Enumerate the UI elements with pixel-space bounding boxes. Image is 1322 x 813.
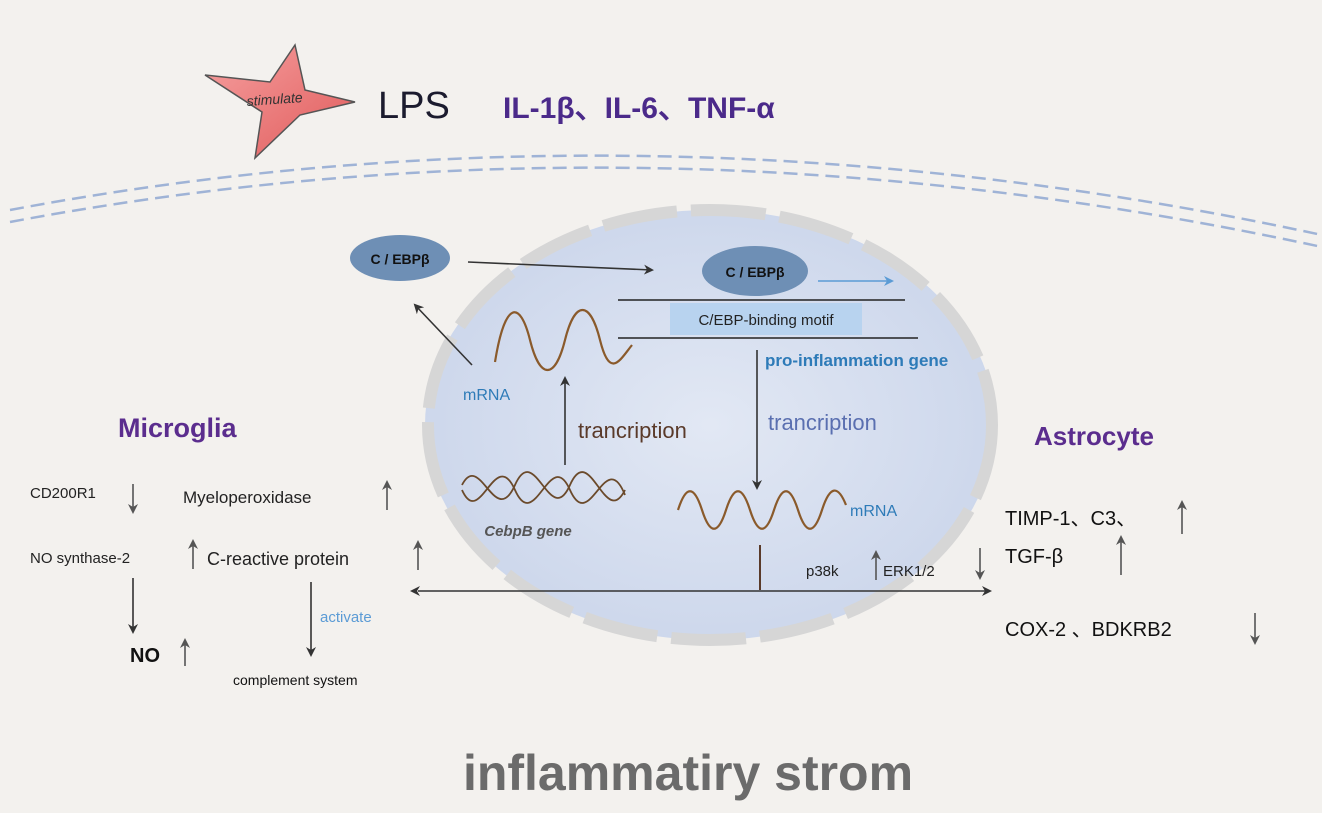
cebpb-oval-right: C / EBPβ [702,246,808,296]
myeloperoxidase-label: Myeloperoxidase [183,488,312,507]
cebpb-gene-helix [461,471,626,504]
cebpb-oval-left: C / EBPβ [350,235,450,281]
transcription-right-label: trancription [768,410,877,435]
mrna-left-label: mRNA [463,387,510,404]
cebpb-right-label: C / EBPβ [725,264,785,280]
no-label: NO [130,645,160,667]
cebpb-left-label: C / EBPβ [370,251,430,267]
mrna-wave-right [676,489,848,530]
stimulate-star: stimulate [204,43,356,161]
pro-inflammation-label: pro-inflammation gene [765,351,948,370]
cebpb-gene-label: CebpB gene [484,523,572,540]
complement-label: complement system [233,672,357,688]
erk-label: ERK1/2 [883,563,935,580]
cell-membrane [9,154,1322,249]
binding-motif-label: C/EBP-binding motif [698,312,834,329]
cytokines-label: IL-1β、IL-6、TNF-α [503,92,775,125]
translocation-arrow [467,261,654,275]
mrna-right-label: mRNA [850,503,897,520]
mrna-wave-left [493,308,633,372]
binding-motif-box: C/EBP-binding motif [670,303,862,335]
lps-label: LPS [378,85,450,127]
stimulate-label: stimulate [246,89,303,109]
cd200r1-label: CD200R1 [30,485,96,502]
mrna-export-arrow [413,303,473,366]
timp-c3-label: TIMP-1、C3、 [1005,508,1136,530]
no-synthase-label: NO synthase-2 [30,550,130,567]
p38k-label: p38k [806,563,839,580]
c-reactive-label: C-reactive protein [207,549,349,569]
inflammatory-storm-title: inflammatiry strom [463,745,913,801]
activate-label: activate [320,609,372,626]
transcription-left-label: trancription [578,418,687,443]
cox-bdkrb-label: COX-2 、BDKRB2 [1005,619,1172,641]
tgf-label: TGF-β [1005,546,1063,568]
astrocyte-title: Astrocyte [1034,421,1154,451]
microglia-title: Microglia [118,413,238,443]
